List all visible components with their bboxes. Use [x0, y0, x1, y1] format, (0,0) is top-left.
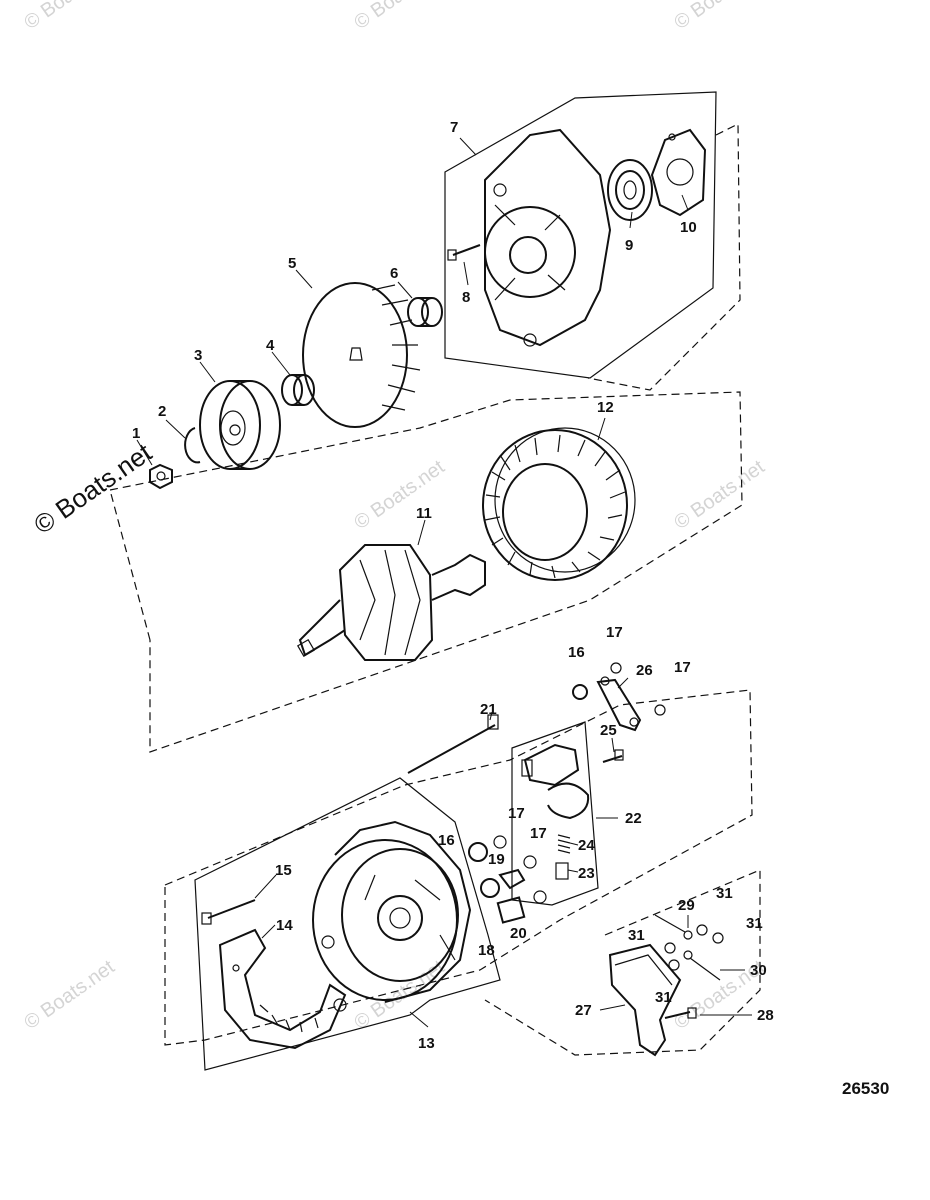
part-label-4: 4 — [266, 337, 275, 354]
part-label-16a: 16 — [568, 644, 585, 661]
bearing-9 — [607, 159, 653, 221]
nut-1 — [149, 463, 173, 490]
watermark-text: © Boats.net — [350, 0, 449, 34]
watermark-text: © Boats.net — [20, 0, 119, 34]
lock-washer-2 — [184, 427, 201, 464]
part-label-23: 23 — [578, 865, 595, 882]
front-housing-frame — [444, 91, 741, 391]
part-label-20: 20 — [510, 925, 527, 942]
part-label-25: 25 — [600, 722, 617, 739]
brush-holder-frame — [511, 721, 599, 906]
brush-23 — [555, 862, 569, 880]
part-label-31c: 31 — [628, 927, 645, 944]
stator-12 — [482, 427, 636, 581]
part-label-13: 13 — [418, 1035, 435, 1052]
pulley-3 — [199, 380, 281, 470]
part-label-26: 26 — [636, 662, 653, 679]
lower-right-frame — [484, 869, 761, 1056]
part-label-31b: 31 — [746, 915, 763, 932]
part-label-3: 3 — [194, 347, 202, 364]
part-label-8: 8 — [462, 289, 470, 306]
brush-holder-22 — [521, 743, 590, 820]
part-label-17a: 17 — [606, 624, 623, 641]
part-label-6: 6 — [390, 265, 398, 282]
cover-27 — [608, 943, 682, 1057]
bolt-21 — [407, 714, 499, 774]
part-label-31a: 31 — [716, 885, 733, 902]
part-label-17b: 17 — [674, 659, 691, 676]
watermark-text: © Boats.net — [670, 0, 769, 34]
spacer-4 — [281, 374, 315, 406]
part-label-1: 1 — [132, 425, 140, 442]
watermark-text: © Boats.net — [350, 456, 449, 534]
link-26 — [596, 676, 642, 732]
end-housing-13 — [312, 820, 472, 1012]
watermark-text: © Boats.net — [20, 956, 119, 1034]
part-label-9: 9 — [625, 237, 633, 254]
part-label-17d: 17 — [530, 825, 547, 842]
nut-17-right — [654, 704, 666, 716]
nut-17-top — [610, 662, 622, 674]
part-label-2: 2 — [158, 403, 166, 420]
screw-28 — [664, 1007, 697, 1019]
screw-25 — [602, 749, 624, 763]
diagram-reference-number: 26530 — [842, 1079, 889, 1098]
part-label-29: 29 — [678, 897, 695, 914]
part-label-16b: 16 — [438, 832, 455, 849]
nut-16-top — [572, 684, 588, 700]
part-label-11: 11 — [416, 505, 432, 522]
part-label-15: 15 — [275, 862, 292, 879]
nuts-31 — [664, 924, 724, 971]
terminal-group — [468, 835, 547, 924]
shield-plate-14 — [218, 928, 347, 1050]
part-label-28: 28 — [757, 1007, 774, 1024]
part-label-10: 10 — [680, 219, 697, 236]
bolt-8 — [447, 244, 481, 261]
part-label-21: 21 — [480, 701, 497, 718]
part-label-30: 30 — [750, 962, 767, 979]
watermark-text: © Boats.net — [670, 456, 769, 534]
part-label-22: 22 — [625, 810, 642, 827]
watermark-main: © Boats.net — [28, 437, 157, 540]
part-labels: 1 2 3 4 5 6 7 8 9 10 11 12 13 14 15 16 1… — [132, 119, 774, 1052]
front-housing — [484, 128, 612, 347]
part-label-5: 5 — [288, 255, 296, 272]
retainer-plate-10 — [650, 128, 707, 217]
end-housing-frame — [194, 777, 501, 1071]
lower-frame — [164, 689, 753, 1046]
part-label-7: 7 — [450, 119, 458, 136]
lead-30 — [683, 950, 721, 981]
fan-5 — [302, 282, 421, 428]
watermarks: © Boats.net © Boats.net © Boats.net © Bo… — [20, 0, 769, 1034]
spacer-6 — [407, 297, 443, 327]
part-label-31d: 31 — [655, 989, 672, 1006]
spring-24 — [557, 834, 571, 854]
part-label-14: 14 — [276, 917, 293, 934]
part-label-17c: 17 — [508, 805, 525, 822]
middle-frame — [109, 391, 743, 753]
rotor-11 — [296, 544, 486, 661]
part-label-24: 24 — [578, 837, 595, 854]
part-label-12: 12 — [597, 399, 614, 416]
screw-15 — [201, 899, 256, 925]
lead-29 — [654, 914, 693, 940]
part-label-27: 27 — [575, 1002, 592, 1019]
part-label-18: 18 — [478, 942, 495, 959]
leader-lines — [136, 137, 752, 1028]
part-label-19: 19 — [488, 851, 505, 868]
